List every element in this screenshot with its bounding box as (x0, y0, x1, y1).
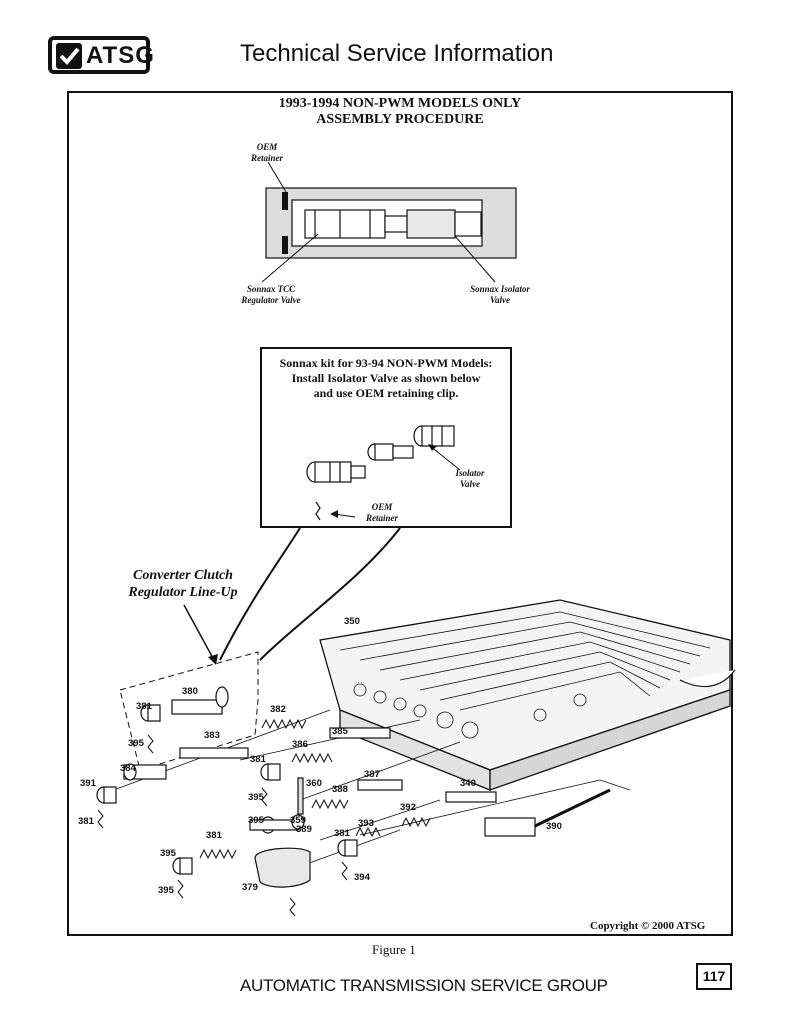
part-number: 394 (354, 872, 371, 883)
kit-title-line2: Install Isolator Valve as shown below (291, 371, 481, 385)
part-number: 390 (546, 821, 562, 832)
diagram-title-line1: 1993-1994 NON-PWM MODELS ONLY (278, 96, 522, 111)
part-number: 391 (80, 778, 97, 789)
atsg-logo: ATSG (48, 36, 154, 74)
retainer-clip-top (282, 192, 288, 210)
kit-oem-retainer-label-line1: OEM (371, 502, 393, 512)
part-number: 381 (136, 701, 153, 712)
part-number: 380 (182, 686, 198, 697)
part-number: 384 (120, 763, 137, 774)
tcc-valve-label: Sonnax TCC Regulator Valve (226, 284, 316, 306)
part-number: 360 (306, 778, 322, 789)
converter-lineup-label: Converter Clutch Regulator Line-Up (108, 567, 258, 601)
copyright-notice: Copyright © 2000 ATSG (590, 920, 706, 932)
kit-title-line1: Sonnax kit for 93-94 NON-PWM Models: (279, 356, 493, 370)
diagram-title-line2: ASSEMBLY PROCEDURE (316, 112, 484, 127)
part-number: 381 (78, 816, 95, 827)
sonnax-kit-box (260, 347, 512, 528)
tcc-valve-label-line1: Sonnax TCC (246, 284, 296, 294)
kit-oem-retainer-label-line2: Retainer (365, 513, 398, 523)
part-number: 395 (248, 792, 265, 803)
page-number: 117 (696, 963, 732, 990)
oem-retainer-label-top: OEM Retainer (232, 142, 302, 164)
part-number: 379 (242, 882, 258, 893)
part-number: 383 (204, 730, 220, 741)
part-number: 382 (270, 704, 286, 715)
oem-retainer-label-top-line1: OEM (256, 142, 278, 152)
part-number: 340 (460, 778, 476, 789)
kit-isolator-label-line2: Valve (460, 479, 480, 489)
part-number: 350 (344, 616, 360, 627)
part-number: 387 (364, 769, 380, 780)
kit-isolator-label-line1: Isolator (455, 468, 485, 478)
kit-title-line3: and use OEM retaining clip. (313, 386, 459, 400)
part-number: 395 (160, 848, 177, 859)
kit-title: Sonnax kit for 93-94 NON-PWM Models: Ins… (262, 356, 510, 401)
isolator-valve-label-line1: Sonnax Isolator (470, 284, 530, 294)
part-number: 389 (296, 824, 312, 835)
part-number: 393 (358, 818, 374, 829)
page-header-title: Technical Service Information (240, 40, 554, 67)
checkmark-icon (56, 43, 82, 69)
kit-oem-retainer-label: OEM Retainer (352, 502, 412, 524)
converter-lineup-label-line1: Converter Clutch (133, 568, 233, 583)
part-number: 359 (290, 815, 306, 826)
converter-lineup-label-line2: Regulator Line-Up (128, 585, 238, 600)
logo-text: ATSG (86, 42, 155, 69)
part-number: 381 (206, 830, 223, 841)
part-number: 386 (292, 739, 308, 750)
kit-isolator-label: Isolator Valve (440, 468, 500, 490)
tcc-valve-label-line2: Regulator Valve (241, 295, 301, 305)
retainer-clip-bottom (282, 236, 288, 254)
isolator-valve-label: Sonnax Isolator Valve (455, 284, 545, 306)
isolator-valve-label-line2: Valve (490, 295, 510, 305)
oem-retainer-label-top-line2: Retainer (250, 153, 283, 163)
part-number: 392 (400, 802, 416, 813)
part-number: 381 (334, 828, 351, 839)
part-number: 385 (332, 726, 349, 737)
part-number: 395 (158, 885, 175, 896)
part-number: 381 (250, 754, 267, 765)
diagram-title: 1993-1994 NON-PWM MODELS ONLY ASSEMBLY P… (190, 96, 610, 128)
figure-caption: Figure 1 (372, 942, 416, 957)
figure-frame (67, 91, 733, 936)
part-number: 388 (332, 784, 348, 795)
part-number: 395 (128, 738, 145, 749)
footer-org-name: AUTOMATIC TRANSMISSION SERVICE GROUP (240, 976, 608, 995)
part-number: 395 (248, 815, 265, 826)
